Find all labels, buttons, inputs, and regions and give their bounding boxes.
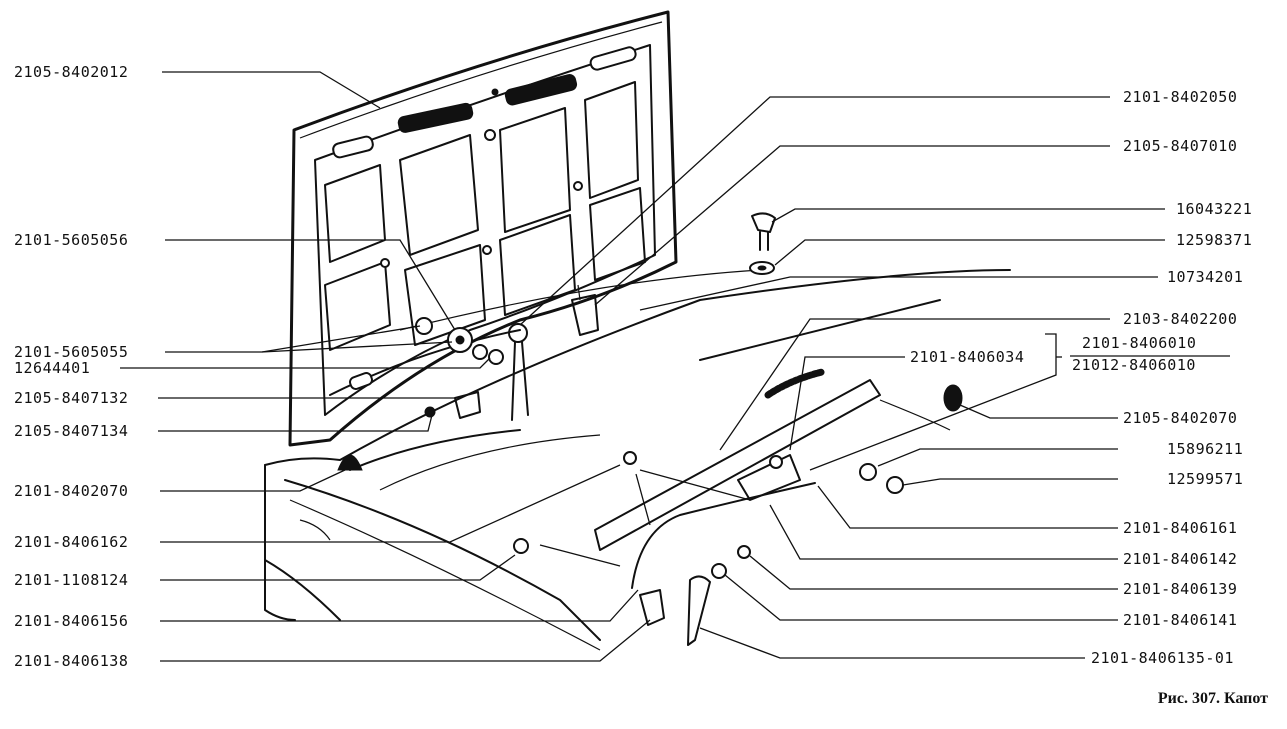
part-label: 2105-8407134 [14,422,128,440]
part-label-mid: 2101-8406034 [910,348,1024,366]
part-label: 2101-8406161 [1123,519,1237,537]
part-label: 2101-8406162 [14,533,128,551]
part-label: 2105-8407010 [1123,137,1237,155]
part-label: 12599571 [1167,470,1243,488]
part-label: 15896211 [1167,440,1243,458]
part-label: 16043221 [1176,200,1252,218]
part-label: 2105-8402012 [14,63,128,81]
part-label: 10734201 [1167,268,1243,286]
part-label: 2105-8407132 [14,389,128,407]
part-label: 2101-5605055 [14,343,128,361]
leader-lines [120,71,1230,662]
part-label: 2101-8406138 [14,652,128,670]
part-label: 2105-8402070 [1123,409,1237,427]
part-label: 12598371 [1176,231,1252,249]
part-label: 12644401 [14,359,90,377]
part-label: 2103-8402200 [1123,310,1237,328]
part-label: 2101-8406139 [1123,580,1237,598]
figure-caption: Рис. 307. Капот [1158,690,1268,707]
hood-panel-drawing [288,10,678,447]
part-label: 2101-8406141 [1123,611,1237,629]
labels-left: 2105-8402012 2101-5605056 2101-5605055 1… [14,63,128,670]
part-label: 2101-5605056 [14,231,128,249]
part-label: 2101-8406156 [14,612,128,630]
part-label: 2101-8406135-01 [1091,649,1234,667]
part-label: 2101-1108124 [14,571,128,589]
part-label-fraction-bottom: 21012-8406010 [1072,356,1196,374]
car-body-drawing [264,269,1011,651]
part-label-fraction-top: 2101-8406010 [1082,334,1196,352]
part-label: 2101-8402070 [14,482,128,500]
part-label: 2101-8402050 [1123,88,1237,106]
part-label: 2101-8406142 [1123,550,1237,568]
parts-drawing [415,212,963,646]
labels-right: 2101-8402050 2105-8407010 16043221 12598… [910,88,1252,667]
